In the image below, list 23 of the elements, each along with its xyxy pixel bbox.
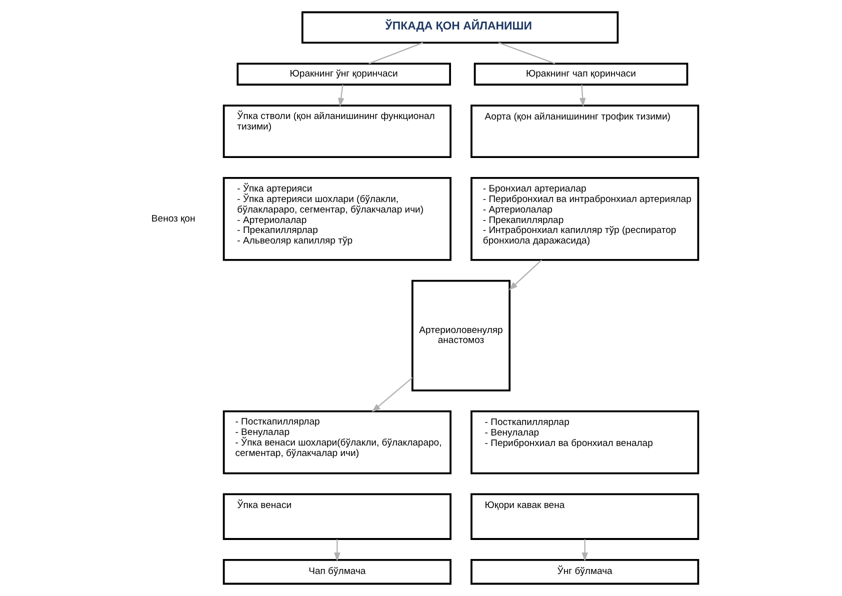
- arrow: [338, 84, 344, 107]
- node-box: Чап бўлмача: [222, 559, 452, 585]
- node-box: Аорта (қон айланишининг трофик тизими): [470, 104, 700, 158]
- node-box: Артериоловенуляр анастомоз: [411, 280, 511, 392]
- node-box: - Посткапиллярлар - Венулалар - Перибронхиал ва бронхиал веналар: [470, 410, 700, 474]
- connector: [368, 42, 424, 64]
- node-box: Юракнинг ўнг қоринчаси: [236, 62, 451, 86]
- node-box: Юқори кавак вена: [470, 493, 700, 540]
- node-box: Ўпка стволи (қон айланишининг функционал тизими): [222, 104, 452, 158]
- node-box: Юракнинг чап қоринчаси: [474, 62, 688, 86]
- arrow: [372, 377, 413, 412]
- arrow: [334, 539, 340, 562]
- node-box: ЎПКАДА ҚОН АЙЛАНИШИ: [301, 11, 619, 44]
- node-box: Ўпка венаси: [222, 493, 452, 540]
- node-box: - Посткапиллярлар - Венулалар - Ўпка венаси шохлари(бўлакли, бўлаклараро, сегментар, бўлакчалар ичи): [222, 410, 452, 474]
- arrow: [582, 539, 588, 562]
- label: Веноз қон: [151, 213, 196, 224]
- arrow: [508, 260, 542, 290]
- node-box: - Бронхиал артериалар - Перибронхиал ва интрабронхиал артериялар - Артериолалар - Прекапиллярлар - Интрабронхиал капилляр тўр (респиратор бронхиола даражасида): [470, 177, 700, 261]
- connector: [498, 42, 556, 64]
- arrow: [579, 84, 586, 107]
- node-box: - Ўпка артерияси - Ўпка артерияси шохлари (бўлакли, бўлаклараро, сегментар, бўлакчалар ичи) - Артериолалар - Прекапиллярлар - Альвеоляр капилляр тўр: [222, 177, 452, 261]
- node-box: Ўнг бўлмача: [470, 559, 700, 585]
